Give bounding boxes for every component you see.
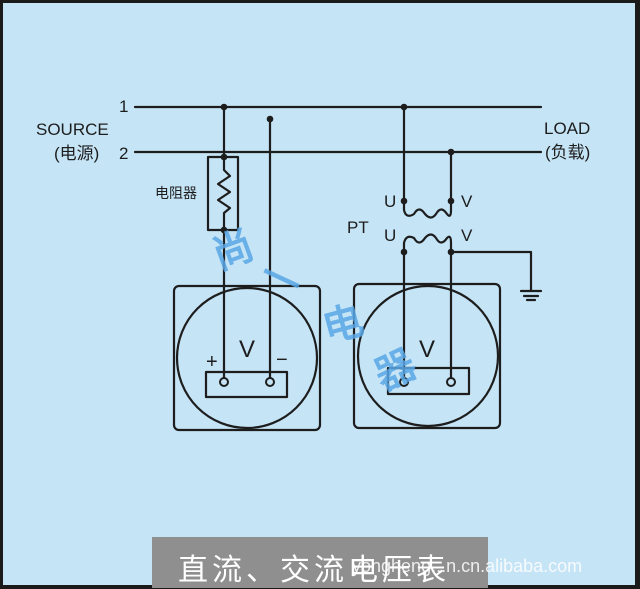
load-label-cn: (负载) xyxy=(545,143,591,162)
junction-dot xyxy=(400,103,408,111)
pt-label: PT xyxy=(347,218,369,237)
junction-dot xyxy=(220,103,228,111)
dc-terminal-negative xyxy=(265,377,275,387)
caption-bar xyxy=(152,537,488,588)
ac-meter-terminal-block xyxy=(386,366,471,396)
ground-wire xyxy=(449,250,533,293)
source-label: SOURCE xyxy=(36,120,109,139)
dc-meter-minus-label: − xyxy=(276,349,288,371)
ac-terminal-v xyxy=(446,377,456,387)
junction-dot xyxy=(400,248,408,256)
junction-dot xyxy=(266,115,274,123)
ac-meter-housing xyxy=(352,282,502,430)
caption-title: 直流、交流电压表 xyxy=(178,553,450,588)
dc-meter-plus-label: + xyxy=(206,351,218,373)
dc-meter-housing xyxy=(172,284,322,432)
dc-terminal-positive xyxy=(219,377,229,387)
junction-dot xyxy=(447,248,455,256)
dc-meter-dial xyxy=(175,286,319,430)
line-2-label: 2 xyxy=(119,144,129,163)
junction-dot xyxy=(447,197,455,205)
resistor-label: 电阻器 xyxy=(155,185,197,201)
source-label-cn: (电源) xyxy=(54,144,100,163)
junction-dot xyxy=(220,153,228,161)
dc-meter-symbol: V xyxy=(239,336,256,363)
resistor-zigzag xyxy=(216,158,232,232)
ac-terminal-u xyxy=(399,377,409,387)
ac-meter-symbol: V xyxy=(419,336,436,363)
dc-meter-terminal-block xyxy=(204,370,289,399)
line-1-label: 1 xyxy=(119,97,129,116)
pt-secondary-coil xyxy=(402,233,453,254)
junction-dot xyxy=(447,148,455,156)
ac-meter-dial xyxy=(356,284,500,428)
pt-primary-v-label: V xyxy=(461,192,473,211)
site-watermark: yongheng...n.cn.alibaba.com xyxy=(352,556,583,576)
junction-dot xyxy=(220,226,228,234)
pt-secondary-v-label: V xyxy=(461,226,473,245)
pt-primary-u-label: U xyxy=(384,192,397,211)
load-label: LOAD xyxy=(544,119,591,138)
pt-secondary-u-label: U xyxy=(384,226,397,245)
pt-primary-coil xyxy=(402,199,453,219)
junction-dot xyxy=(400,197,408,205)
